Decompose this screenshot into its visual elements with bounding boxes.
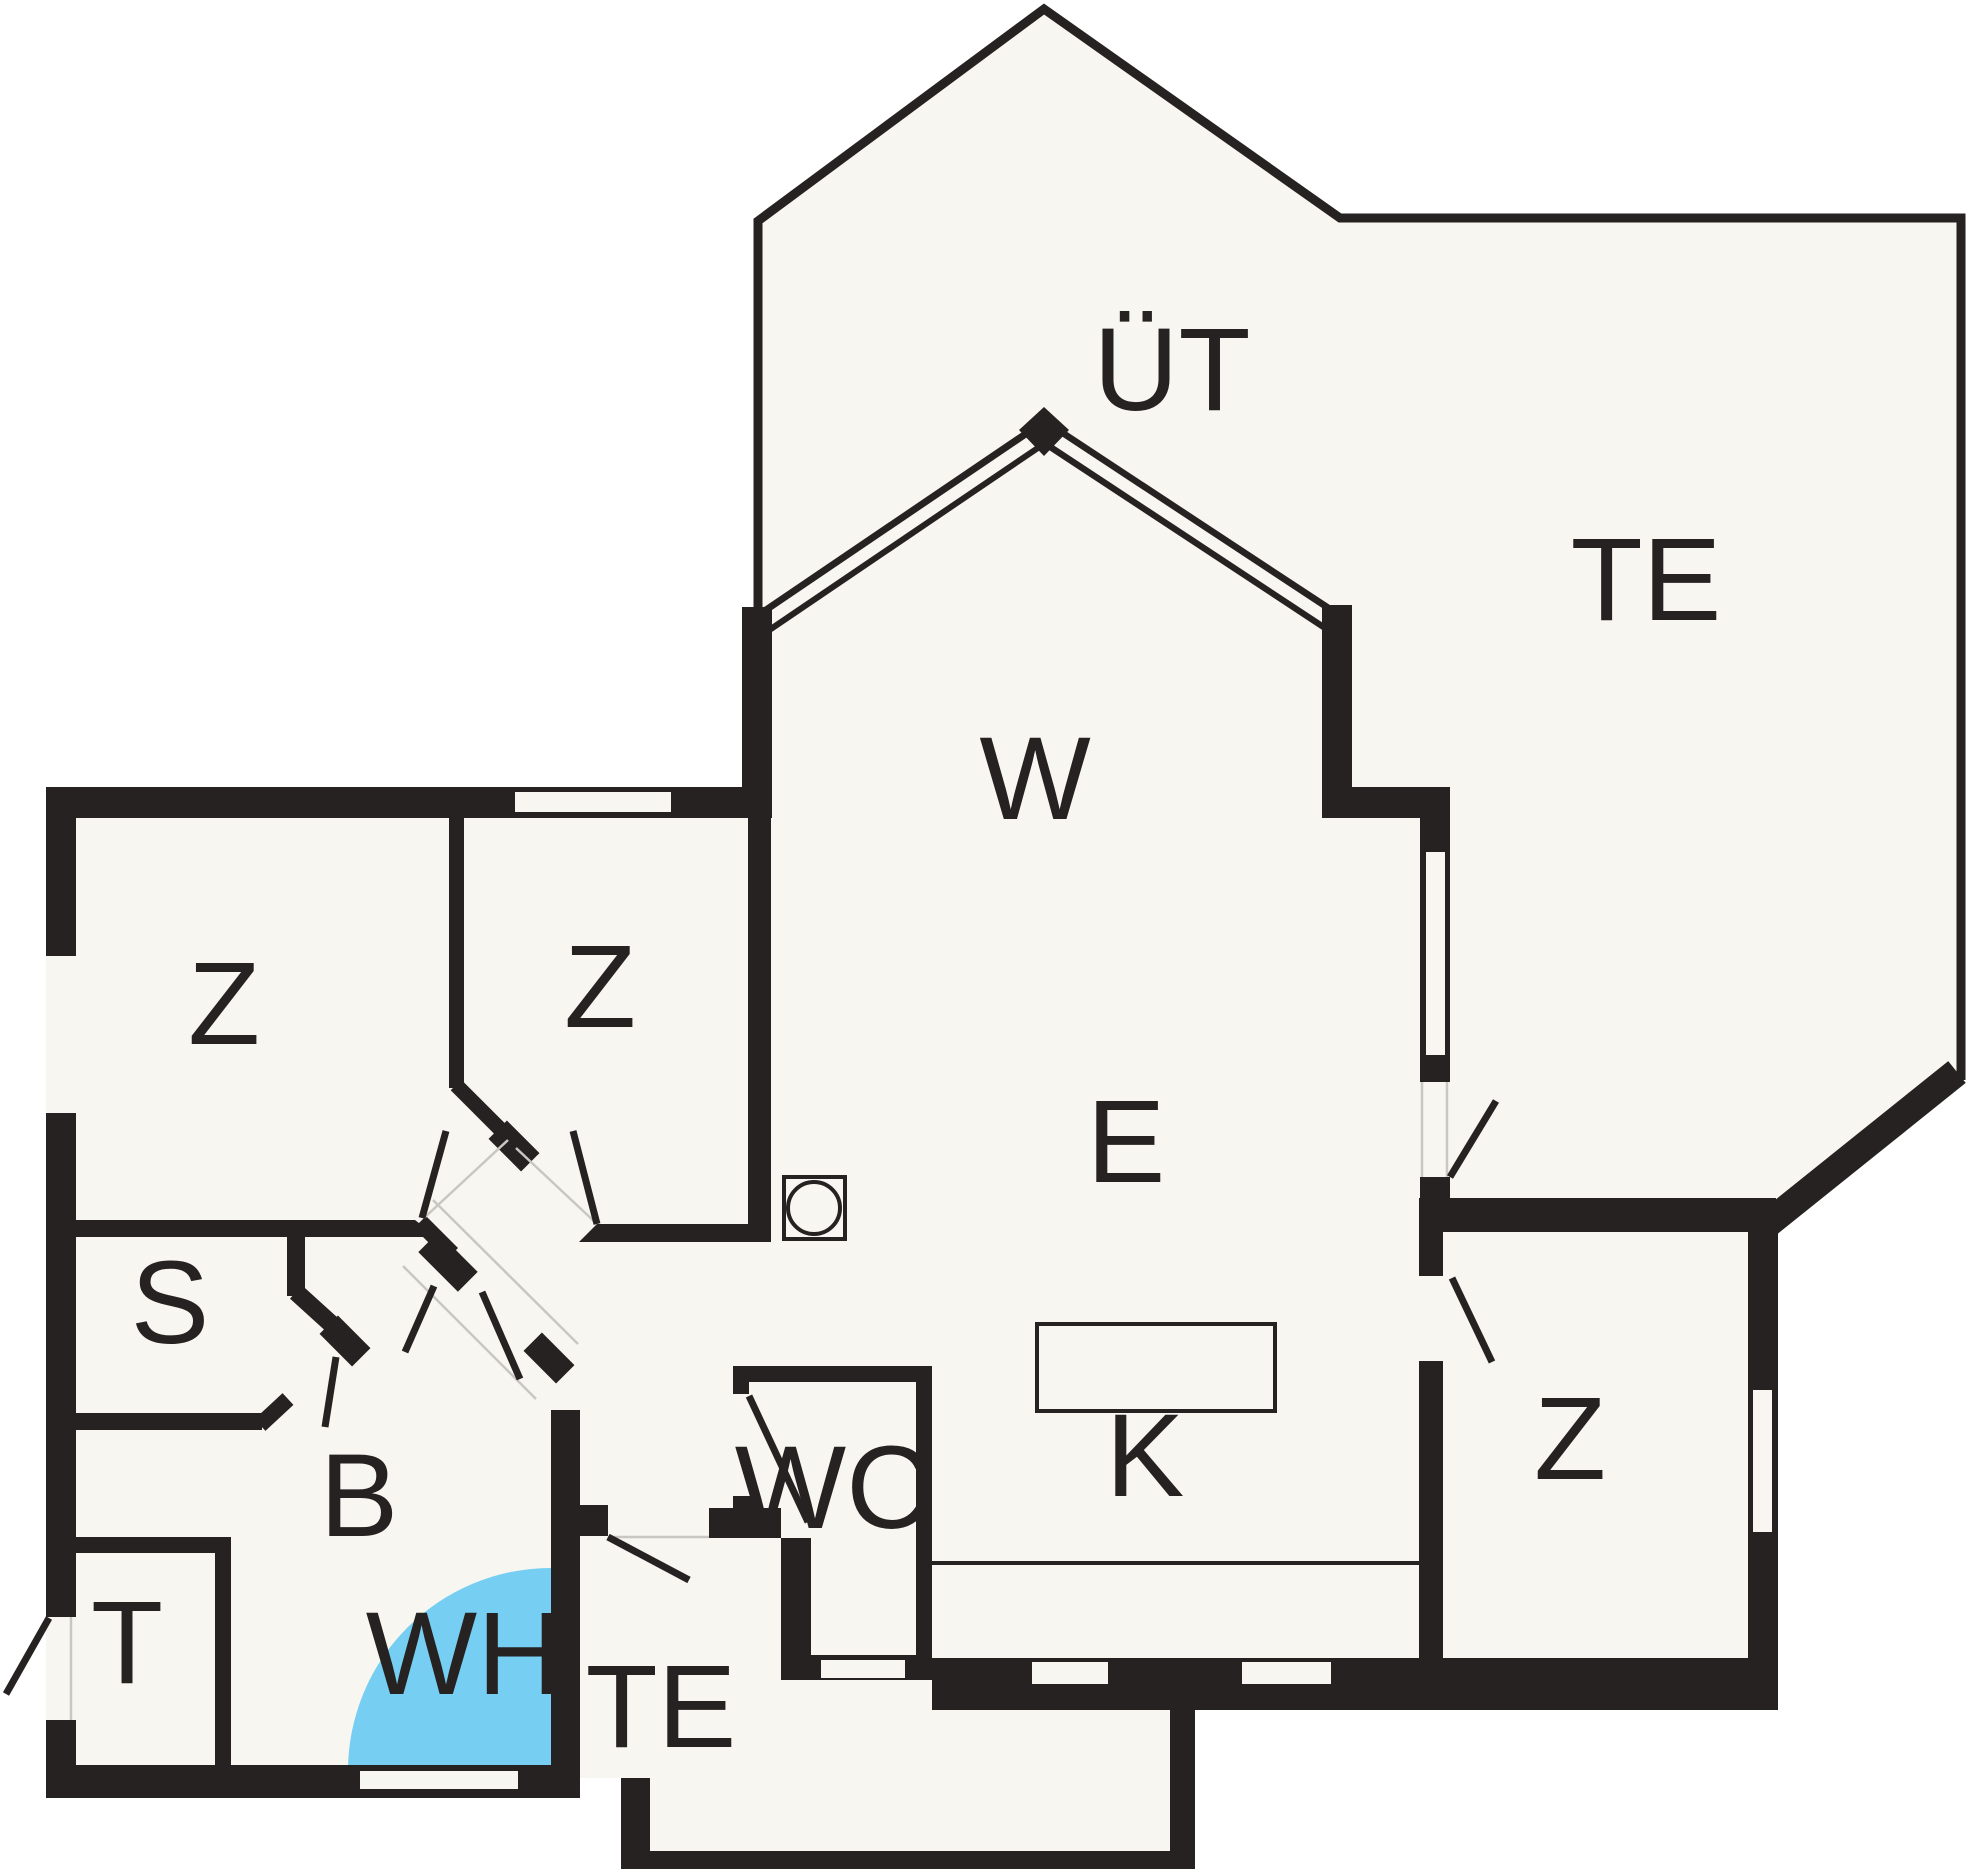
- door-leaf-bedroom-right: [1448, 1276, 1496, 1364]
- room-label-w: W: [979, 713, 1090, 845]
- room-label-wh: WH: [366, 1588, 563, 1720]
- wall-wc-north: [733, 1366, 932, 1382]
- exterior-walls: [46, 630, 1966, 1798]
- wall-t-east: [215, 1537, 231, 1771]
- room-label-s: S: [131, 1237, 210, 1369]
- room-label-te-upper: TE: [1571, 514, 1722, 646]
- window-wc-south: [821, 1660, 905, 1678]
- room-label-t: T: [91, 1577, 163, 1709]
- wall-bedroom-divider: [449, 818, 464, 1088]
- floor-area: [46, 6, 1966, 1869]
- wall-t-north: [71, 1537, 231, 1553]
- threshold-bedroom-left: [423, 1139, 509, 1219]
- wall-living-east: [1322, 630, 1352, 787]
- fixtures: [782, 1175, 1424, 1565]
- wall-te-lower-south: [621, 1851, 1195, 1869]
- door-post-wh: [523, 1332, 575, 1384]
- window-west: [52, 956, 71, 1113]
- wall-wc-north-stub: [733, 1366, 749, 1394]
- room-label-b: B: [320, 1430, 399, 1562]
- threshold-hall-upper: [432, 1199, 579, 1345]
- door-post-sauna: [319, 1315, 371, 1367]
- door-thresholds: [69, 1082, 1449, 1720]
- wall-te-lower-east: [1170, 1710, 1195, 1869]
- wall-bedroom-mid-south-taper: [579, 1224, 597, 1242]
- wall-living-west: [742, 630, 772, 818]
- threshold-bedroom-mid: [515, 1147, 598, 1225]
- room-label-uet: ÜT: [1093, 304, 1250, 436]
- wall-wh-door-stub: [574, 1505, 608, 1536]
- door-leaf-hall-right: [478, 1290, 524, 1381]
- wall-bedroom-right-west-stub: [1419, 1232, 1443, 1276]
- room-label-z-mid: Z: [564, 921, 636, 1053]
- door-post-hall: [418, 1232, 478, 1292]
- room-labels: ÜT TE W E K Z Z Z S B T WH WC TE: [91, 304, 1721, 1773]
- window-south-left: [360, 1771, 518, 1789]
- wall-west-mid: [46, 1113, 76, 1617]
- wall-sauna-north: [46, 1220, 415, 1237]
- windows: [52, 792, 1772, 1789]
- stove-symbol-circle: [786, 1180, 842, 1236]
- wall-dining-east-stub: [1420, 1177, 1450, 1201]
- door-leaf-entrance: [2, 1616, 53, 1696]
- wall-bedroom-mid-south: [597, 1224, 771, 1242]
- threshold-hall-lower: [402, 1265, 537, 1400]
- wall-step-east: [1322, 787, 1450, 818]
- room-label-wc: WC: [735, 1422, 932, 1554]
- window-kitchen-south-2: [1242, 1662, 1331, 1684]
- window-north: [515, 792, 671, 812]
- interior-walls: [46, 818, 1443, 1798]
- wall-sauna-south-diag: [254, 1393, 294, 1431]
- terrace-outline: [753, 3, 1966, 1080]
- wall-sauna-east: [287, 1237, 305, 1296]
- wall-west-upper: [46, 787, 76, 956]
- wall-terrace-diagonal: [1751, 1061, 1966, 1241]
- door-leaf-bedroom-left: [418, 1130, 450, 1219]
- door-leaf-sauna: [321, 1356, 340, 1428]
- wall-wc-southwest-notch: [733, 1496, 757, 1510]
- room-label-te-lower: TE: [586, 1641, 737, 1773]
- wall-wh-east: [551, 1410, 580, 1798]
- gable-glazing-right-inner: [1045, 429, 1335, 627]
- room-label-z-left: Z: [188, 938, 260, 1070]
- door-leaf-terrace: [1447, 1099, 1499, 1179]
- wall-bedroom-mid-east: [748, 818, 771, 1226]
- room-label-e: E: [1087, 1076, 1166, 1208]
- whirlpool-water: [348, 1568, 551, 1771]
- wall-terrace-south: [1419, 1198, 1776, 1232]
- room-label-z-right: Z: [1534, 1373, 1606, 1505]
- room-label-k: K: [1106, 1390, 1185, 1522]
- kitchen-counter: [1035, 1322, 1277, 1413]
- door-leaves: [2, 1099, 1499, 1696]
- wall-bedroom-right-west: [1419, 1361, 1443, 1658]
- door-leaf-wh: [606, 1533, 691, 1584]
- wall-wc-east: [916, 1382, 932, 1658]
- door-leaf-hall-left: [401, 1284, 438, 1354]
- window-kitchen-south-1: [1032, 1662, 1108, 1684]
- wall-wc-southwest: [709, 1508, 781, 1538]
- lower-terrace-walls: [621, 1710, 1195, 1869]
- gable-glazing-left-inner: [758, 430, 1045, 629]
- gable-apex-post: [1019, 407, 1069, 456]
- door-leaf-wc: [745, 1394, 812, 1524]
- wall-wc-west-lower: [781, 1538, 811, 1655]
- door-leaf-bedroom-mid: [569, 1130, 601, 1225]
- window-bedroom-right-east: [1753, 1390, 1772, 1532]
- stove-symbol-box: [782, 1175, 847, 1241]
- wall-sauna-south: [46, 1413, 262, 1430]
- window-dining-east: [1426, 852, 1445, 1055]
